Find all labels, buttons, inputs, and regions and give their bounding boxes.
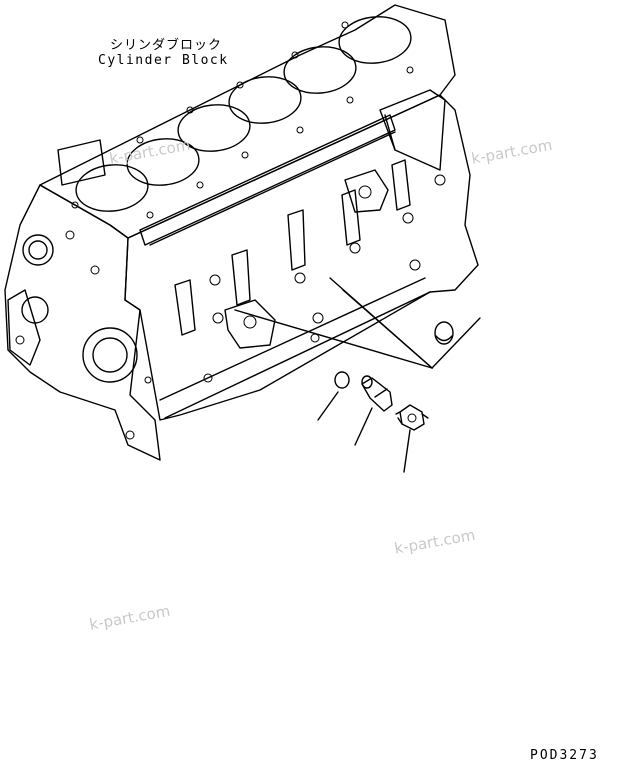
side-ribs	[174, 159, 446, 383]
cylinder-bores	[75, 16, 412, 212]
title-english: Cylinder Block	[98, 53, 229, 68]
title-japanese: シリンダブロック	[110, 38, 223, 53]
deck-holes	[71, 21, 414, 219]
leader-lines	[234, 277, 481, 473]
front-face-details	[7, 230, 152, 440]
cylinder-block-body	[4, 4, 479, 461]
plug-part	[434, 321, 454, 345]
expansion-plug-part	[334, 371, 350, 389]
fitting-part	[361, 375, 393, 412]
sensor-part	[395, 404, 429, 431]
drawing-code: POD3273	[530, 748, 599, 763]
